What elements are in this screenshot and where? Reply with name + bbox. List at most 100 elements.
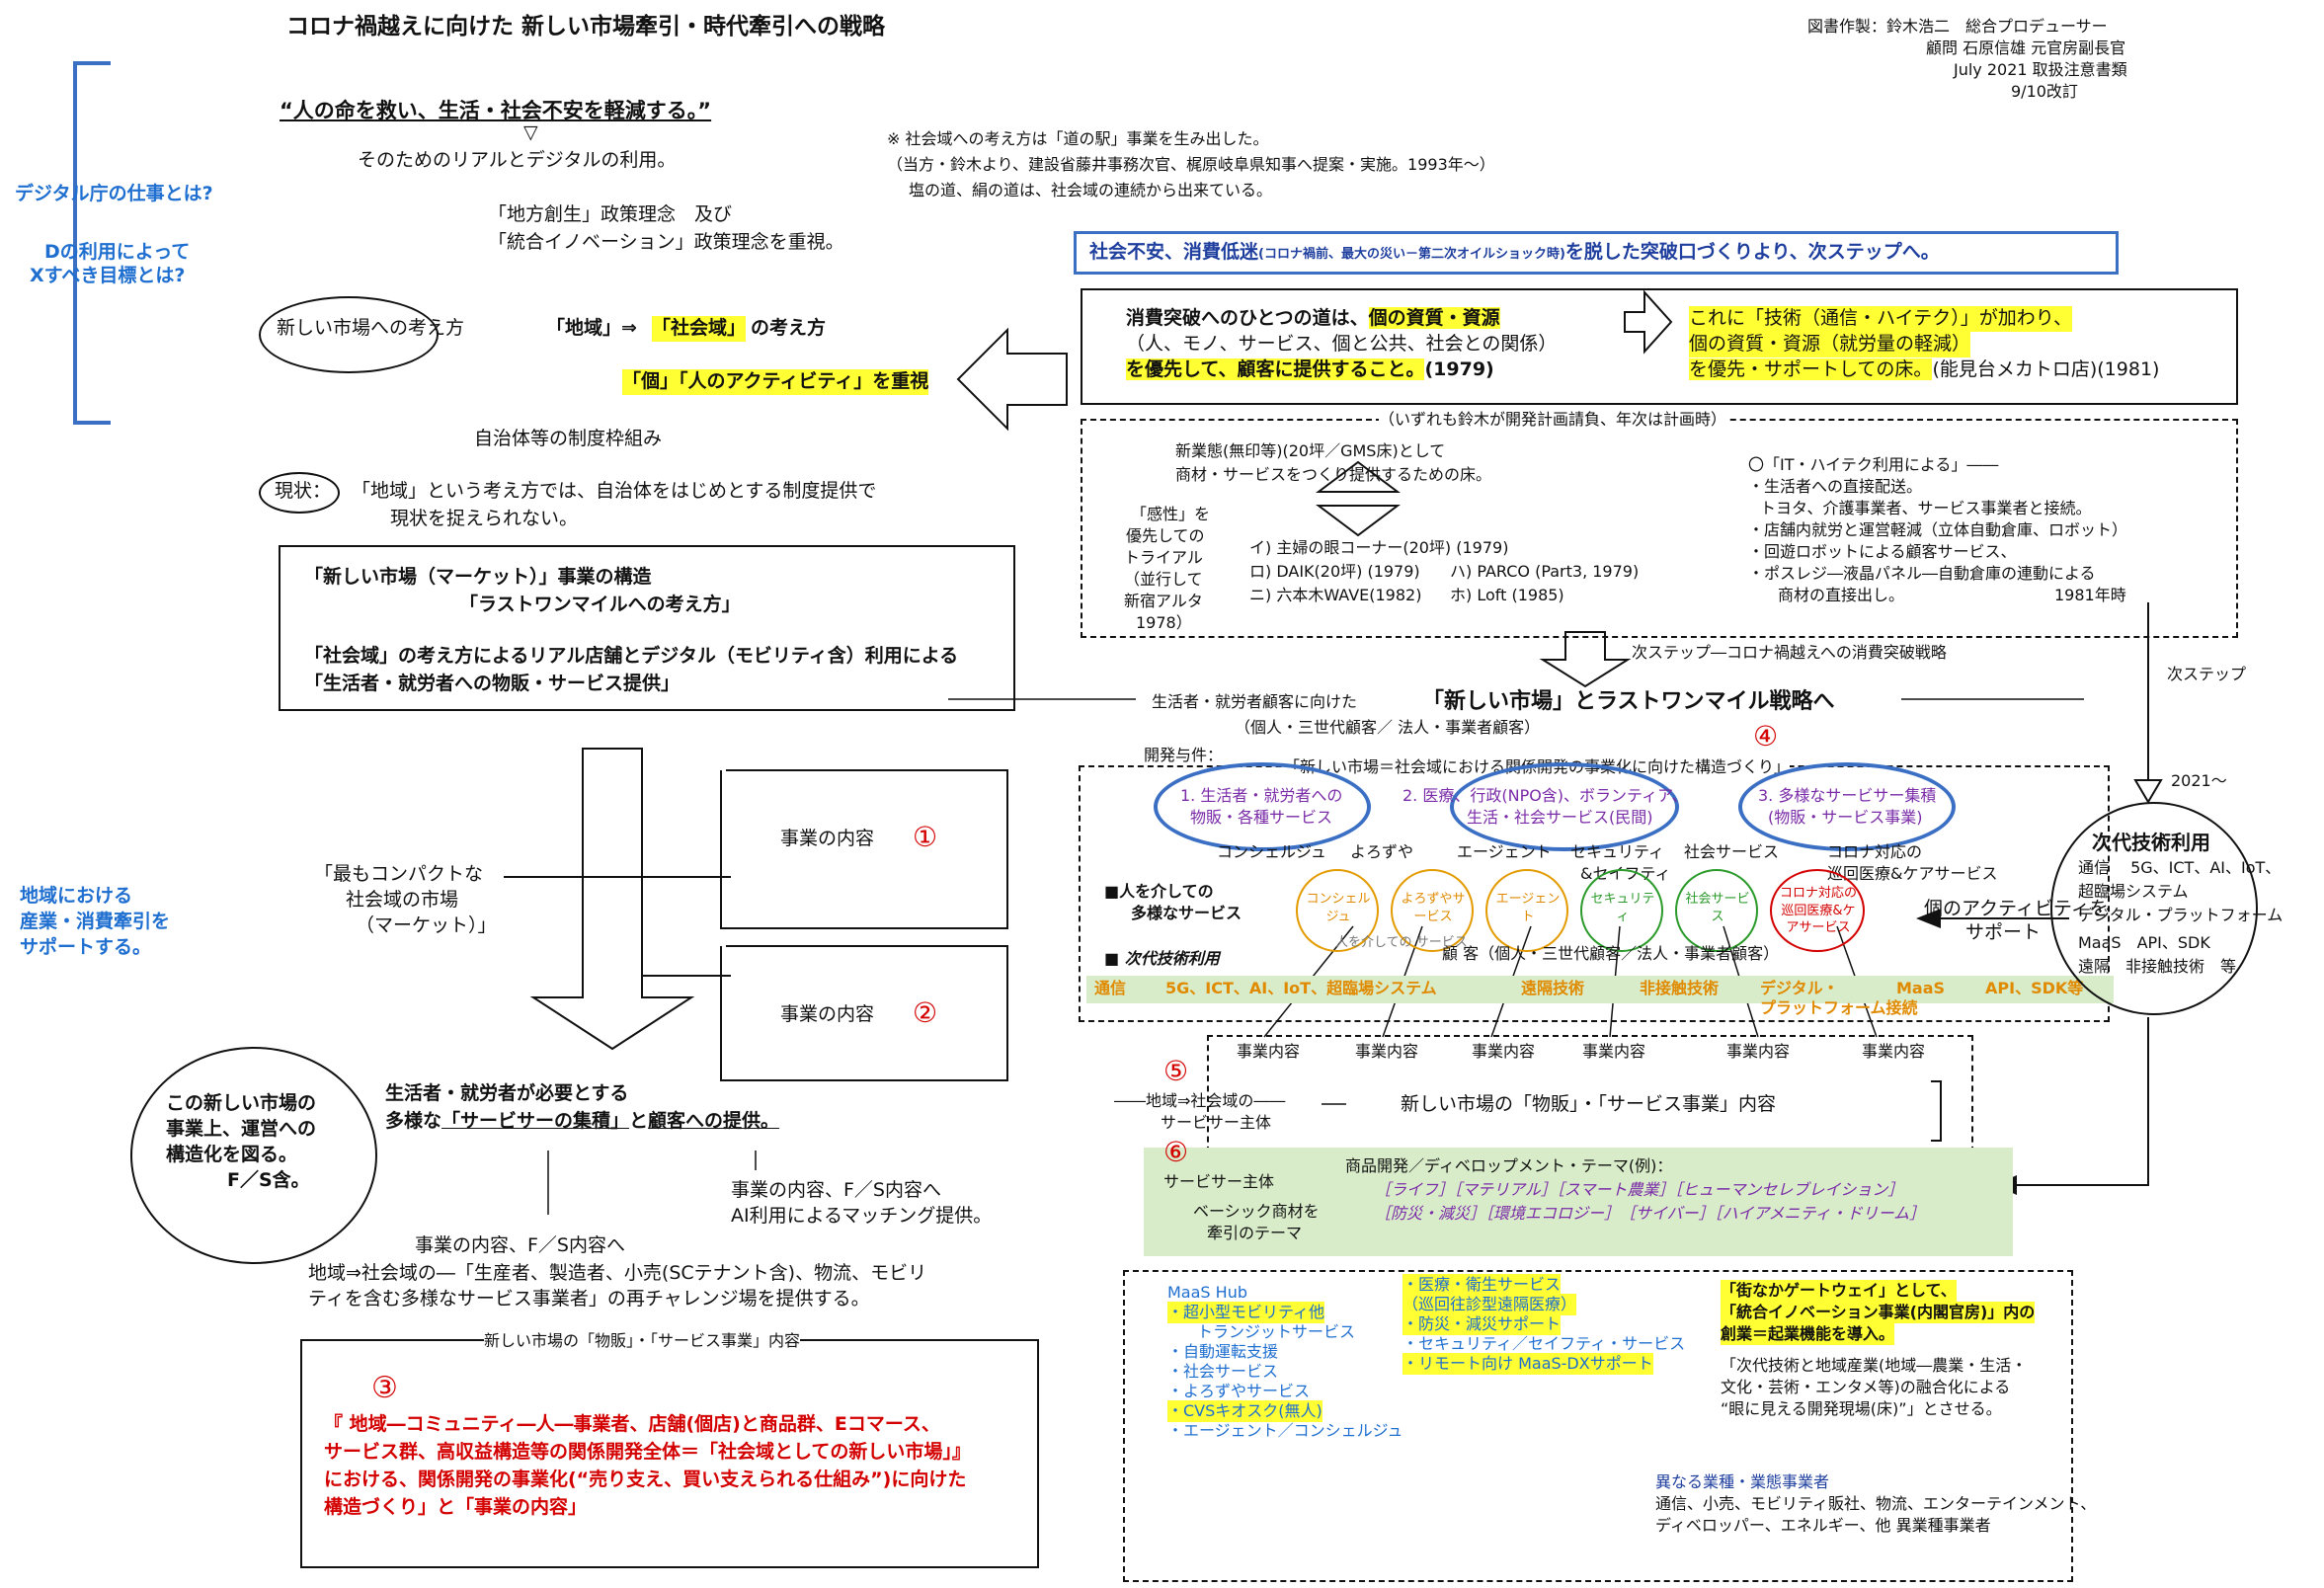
it-line-6: ・ポスレジ―液晶パネル―自動倉庫の連動による	[1748, 564, 2096, 583]
circle-sub-label: 人を介しての サービス	[1335, 935, 1468, 950]
maas-1: ・超小型モビリティ他	[1167, 1302, 1325, 1323]
it-line-7: 商材の直接出し。	[1778, 586, 1905, 604]
ko-activity-label: 「個」「人のアクティビティ」を重視	[622, 369, 929, 395]
dev-label: 開発与件：	[1144, 746, 1224, 764]
service-2-a: 2. 医療、行政(NPO含)、ボランティア、	[1402, 786, 1688, 805]
next-tech-3: デジタル・プラットフォーム	[2078, 906, 2284, 924]
circle-concierge-text: コンシェルジュ	[1306, 892, 1371, 924]
number-5: ⑤	[1163, 1055, 1189, 1087]
corona-label-1: コロナ対応の	[1827, 842, 1923, 861]
gw-3: 創業＝起業機能を導入。	[1721, 1323, 1895, 1345]
chiki-shakai-2: サービサー主体	[1161, 1113, 1272, 1132]
tech-7: API、SDK等	[1985, 979, 2084, 997]
circle-concierge	[1296, 869, 1379, 952]
compact-3: （マーケット）」	[356, 914, 497, 936]
next-step-label: 次ステップ―コロナ禍越えへの消費突破戦略	[1632, 643, 1947, 662]
history-ni: ニ) 六本木WAVE(1982)	[1249, 586, 1422, 604]
genjo-text-2: 現状を捉えられない。	[390, 508, 579, 529]
number-4: ④	[1753, 720, 1779, 753]
structure-box	[279, 545, 1015, 711]
structure-line-3: 「社会域」の考え方によるリアル店舗とデジタル（モビリティ含）利用による	[304, 645, 959, 667]
intro-policy-1: 「地方創生」政策理念 及び	[488, 203, 733, 225]
structure-line-2: 「ラストワンマイルへの考え方」	[459, 594, 741, 615]
ellipse-service-1	[1154, 762, 1371, 851]
note-line-2: （当方・鈴木より、建設省藤井事務次官、梶原岐阜県知事へ提案・実施。1993年～）	[887, 155, 1495, 174]
tech-band	[1086, 976, 2114, 1003]
history-right-3: を優先・サポートしての床。(能見台メカトロ店)(1981)	[1689, 358, 2160, 380]
diff-2: ディベロッパー、エネルギー、他 異業種事業者	[1655, 1516, 1991, 1535]
circle-security-text: セキュリティ	[1590, 892, 1655, 924]
next-tech-2: 超臨場システム	[2078, 882, 2189, 901]
fs-line-2: AI利用によるマッチング提供。	[731, 1205, 993, 1227]
gw-4: 「次代技術と地域産業(地域―農業・生活・	[1721, 1356, 2028, 1375]
ellipse-service-2	[1450, 762, 1679, 851]
jigyo-2: 事業内容	[1355, 1042, 1419, 1061]
shakaiiki-label: 「社会域」	[652, 316, 747, 342]
med-2: （巡回往診型遠隔医療）	[1402, 1294, 1577, 1315]
history-left-3: を優先して、顧客に提供すること。(1979)	[1126, 358, 1494, 380]
kansei-6: 1978）	[1136, 613, 1192, 632]
hito-label-2: 多様なサービス	[1131, 904, 1242, 922]
region-support-2: 産業・消費牽引を	[20, 911, 171, 932]
it-line-4: ・店舗内就労と運営軽減（立体自動倉庫、ロボット）	[1748, 520, 2128, 539]
note-line-3: 塩の道、絹の道は、社会域の連続から出来ている。	[909, 181, 1273, 199]
kansei-5: 新宿アルタ	[1124, 592, 1203, 610]
tech-5a: デジタル・	[1760, 979, 1839, 997]
note-line-1: ※ 社会域への考え方は「道の駅」事業を生み出した。	[887, 129, 1269, 148]
content-center: 新しい市場の「物販」・「サービス事業」内容	[1401, 1093, 1777, 1115]
it-line-1: 〇「IT・ハイテク利用による」――	[1748, 455, 1999, 474]
jigyo-1: 事業内容	[1237, 1042, 1301, 1061]
down-triangle-icon: ▽	[523, 121, 538, 143]
strategy-title: 「新しい市場」とラストワンマイル戦略へ	[1422, 689, 1835, 714]
circle-social-text: 社会サービス	[1685, 892, 1750, 924]
fs-line-3: 事業の内容、F／S内容へ	[415, 1234, 625, 1256]
gw-5: 文化・芸術・エンタメ等)の融合化による	[1721, 1378, 2011, 1396]
box-3-line-3: における、関係開発の事業化(“売り支え、買い支えられる仕組み”)に向けた	[324, 1469, 967, 1490]
tech-5b: プラットフォーム接続	[1760, 998, 1918, 1017]
history-i: イ) 主婦の眼コーナー(20坪) (1979)	[1249, 538, 1509, 557]
kansei-2: 優先しての	[1126, 526, 1205, 545]
genjo-label: 現状：	[275, 480, 332, 502]
tech-1: 通信	[1094, 979, 1127, 997]
region-support-3: サポートする。	[20, 936, 152, 958]
number-1: ①	[913, 821, 938, 853]
servicer-label: サービサー主体	[1163, 1172, 1275, 1191]
banner-small: (コロナ禍前、最大の災い－第二次オイルショック時)	[1258, 247, 1565, 262]
box-3-line-4: 構造づくり」と「事業の内容」	[324, 1496, 588, 1518]
compact-1: 「最もコンパクトな	[314, 863, 484, 885]
security-label: セキュリティ	[1570, 842, 1665, 861]
circle-social	[1675, 869, 1758, 952]
service-3-b: (物販・サービス事業)	[1768, 808, 1923, 827]
compact-2: 社会域の市場	[346, 889, 459, 911]
it-line-2: ・生活者への直接配送。	[1748, 477, 1923, 496]
next-tech-5: 遠隔 非接触技術 等	[2078, 957, 2237, 976]
fs-line-1: 事業の内容、F／S内容へ	[731, 1179, 941, 1201]
circle-line-3: 構造化を図る。	[166, 1144, 298, 1165]
circle-agent-text: エージェント	[1495, 892, 1561, 924]
kokyaku-label: 顧 客（個人・三世代顧客／法人・事業者顧客）	[1442, 944, 1780, 963]
box-3-line-2: サービス群、高収益構造等の関係開発全体＝「社会域としての新しい市場」』	[324, 1441, 971, 1463]
chiki-shakai-1: ――地域⇒社会域の――	[1114, 1091, 1286, 1110]
banner-box	[1074, 231, 2119, 275]
med-4: ・セキュリティ／セイフティ・サービス	[1402, 1334, 1686, 1353]
content-1-label: 事業の内容	[780, 828, 875, 849]
service-2-b: 生活・社会サービス(民間)	[1467, 808, 1653, 827]
content-2-label: 事業の内容	[780, 1003, 875, 1025]
med-3: ・防災・減災サポート	[1402, 1313, 1562, 1335]
maas-title: MaaS Hub	[1167, 1283, 1247, 1302]
service-1-a: 1. 生活者・就労者への	[1180, 786, 1343, 805]
number-3: ③	[371, 1371, 398, 1405]
kansei-3: トライアル	[1124, 548, 1203, 567]
circle-corona	[1770, 869, 1865, 952]
credit-line-4: 9/10改訂	[2011, 82, 2078, 101]
number-6: ⑥	[1163, 1136, 1189, 1168]
shin-line-2: 商材・サービスをつくり提供するための床。	[1175, 465, 1492, 484]
maas-6: ・CVSキオスク(無人)	[1167, 1400, 1322, 1422]
history-note: （いずれも鈴木が開発計画請負、年次は計画時）	[1379, 409, 1727, 431]
activity-2: サポート	[1965, 921, 2042, 943]
page-title: コロナ禍越えに向けた 新しい市場牽引・時代牽引への戦略	[286, 14, 886, 40]
circle-line-4: F／S含。	[227, 1169, 310, 1191]
theme-title: 商品開発／ディベロップメント・テーマ(例)：	[1345, 1156, 1673, 1175]
jigyo-3: 事業内容	[1472, 1042, 1536, 1061]
circle-agent	[1485, 869, 1568, 952]
